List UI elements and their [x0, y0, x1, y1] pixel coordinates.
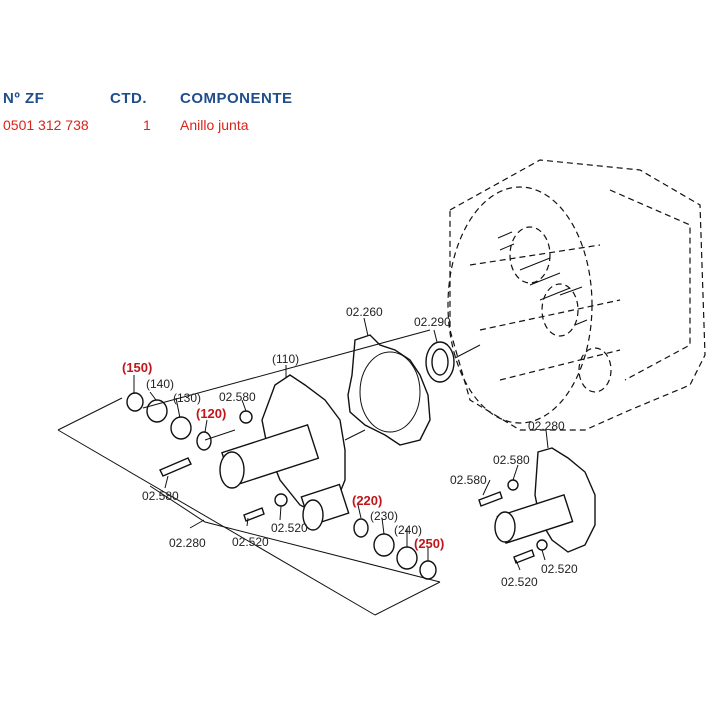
quantity-value: 1 — [143, 117, 151, 133]
callout-150: (150) — [122, 360, 152, 375]
callout-02260: 02.260 — [346, 305, 383, 319]
transmission-housing — [447, 159, 706, 431]
callout-02280-a: 02.280 — [169, 536, 206, 550]
callout-02280-b: 02.280 — [528, 419, 565, 433]
gasket-02260 — [347, 334, 431, 446]
callout-02290: 02.290 — [414, 315, 451, 329]
callout-02520-c: 02.520 — [541, 562, 578, 576]
callout-220: (220) — [352, 493, 382, 508]
callout-02520-a: 02.520 — [232, 535, 269, 549]
callout-02580-c: 02.580 — [493, 453, 530, 467]
callout-02520-d: 02.520 — [501, 575, 538, 589]
column-header-quantity: CTD. — [110, 90, 147, 107]
callout-130: (130) — [173, 391, 201, 405]
seal-ring-02290 — [425, 341, 455, 383]
column-header-component: COMPONENTE — [180, 90, 293, 107]
small-parts-left — [126, 392, 288, 522]
cover-110 — [219, 374, 350, 531]
leader-lines — [57, 317, 549, 616]
callout-02520-b: 02.520 — [271, 521, 308, 535]
callout-02580-a: 02.580 — [219, 390, 256, 404]
callout-240: (240) — [394, 523, 422, 537]
part-number-value: 0501 312 738 — [3, 117, 89, 133]
callout-110: (110) — [272, 352, 299, 366]
callout-250: (250) — [414, 536, 444, 551]
callout-120: (120) — [196, 406, 226, 421]
callout-230: (230) — [370, 509, 398, 523]
callout-02580-b: 02.580 — [142, 489, 179, 503]
callout-140: (140) — [146, 377, 174, 391]
component-name-value: Anillo junta — [180, 117, 249, 133]
cover-02280-right — [494, 447, 596, 553]
callout-02580-d: 02.580 — [450, 473, 487, 487]
column-header-part-number: Nº ZF — [3, 90, 45, 107]
